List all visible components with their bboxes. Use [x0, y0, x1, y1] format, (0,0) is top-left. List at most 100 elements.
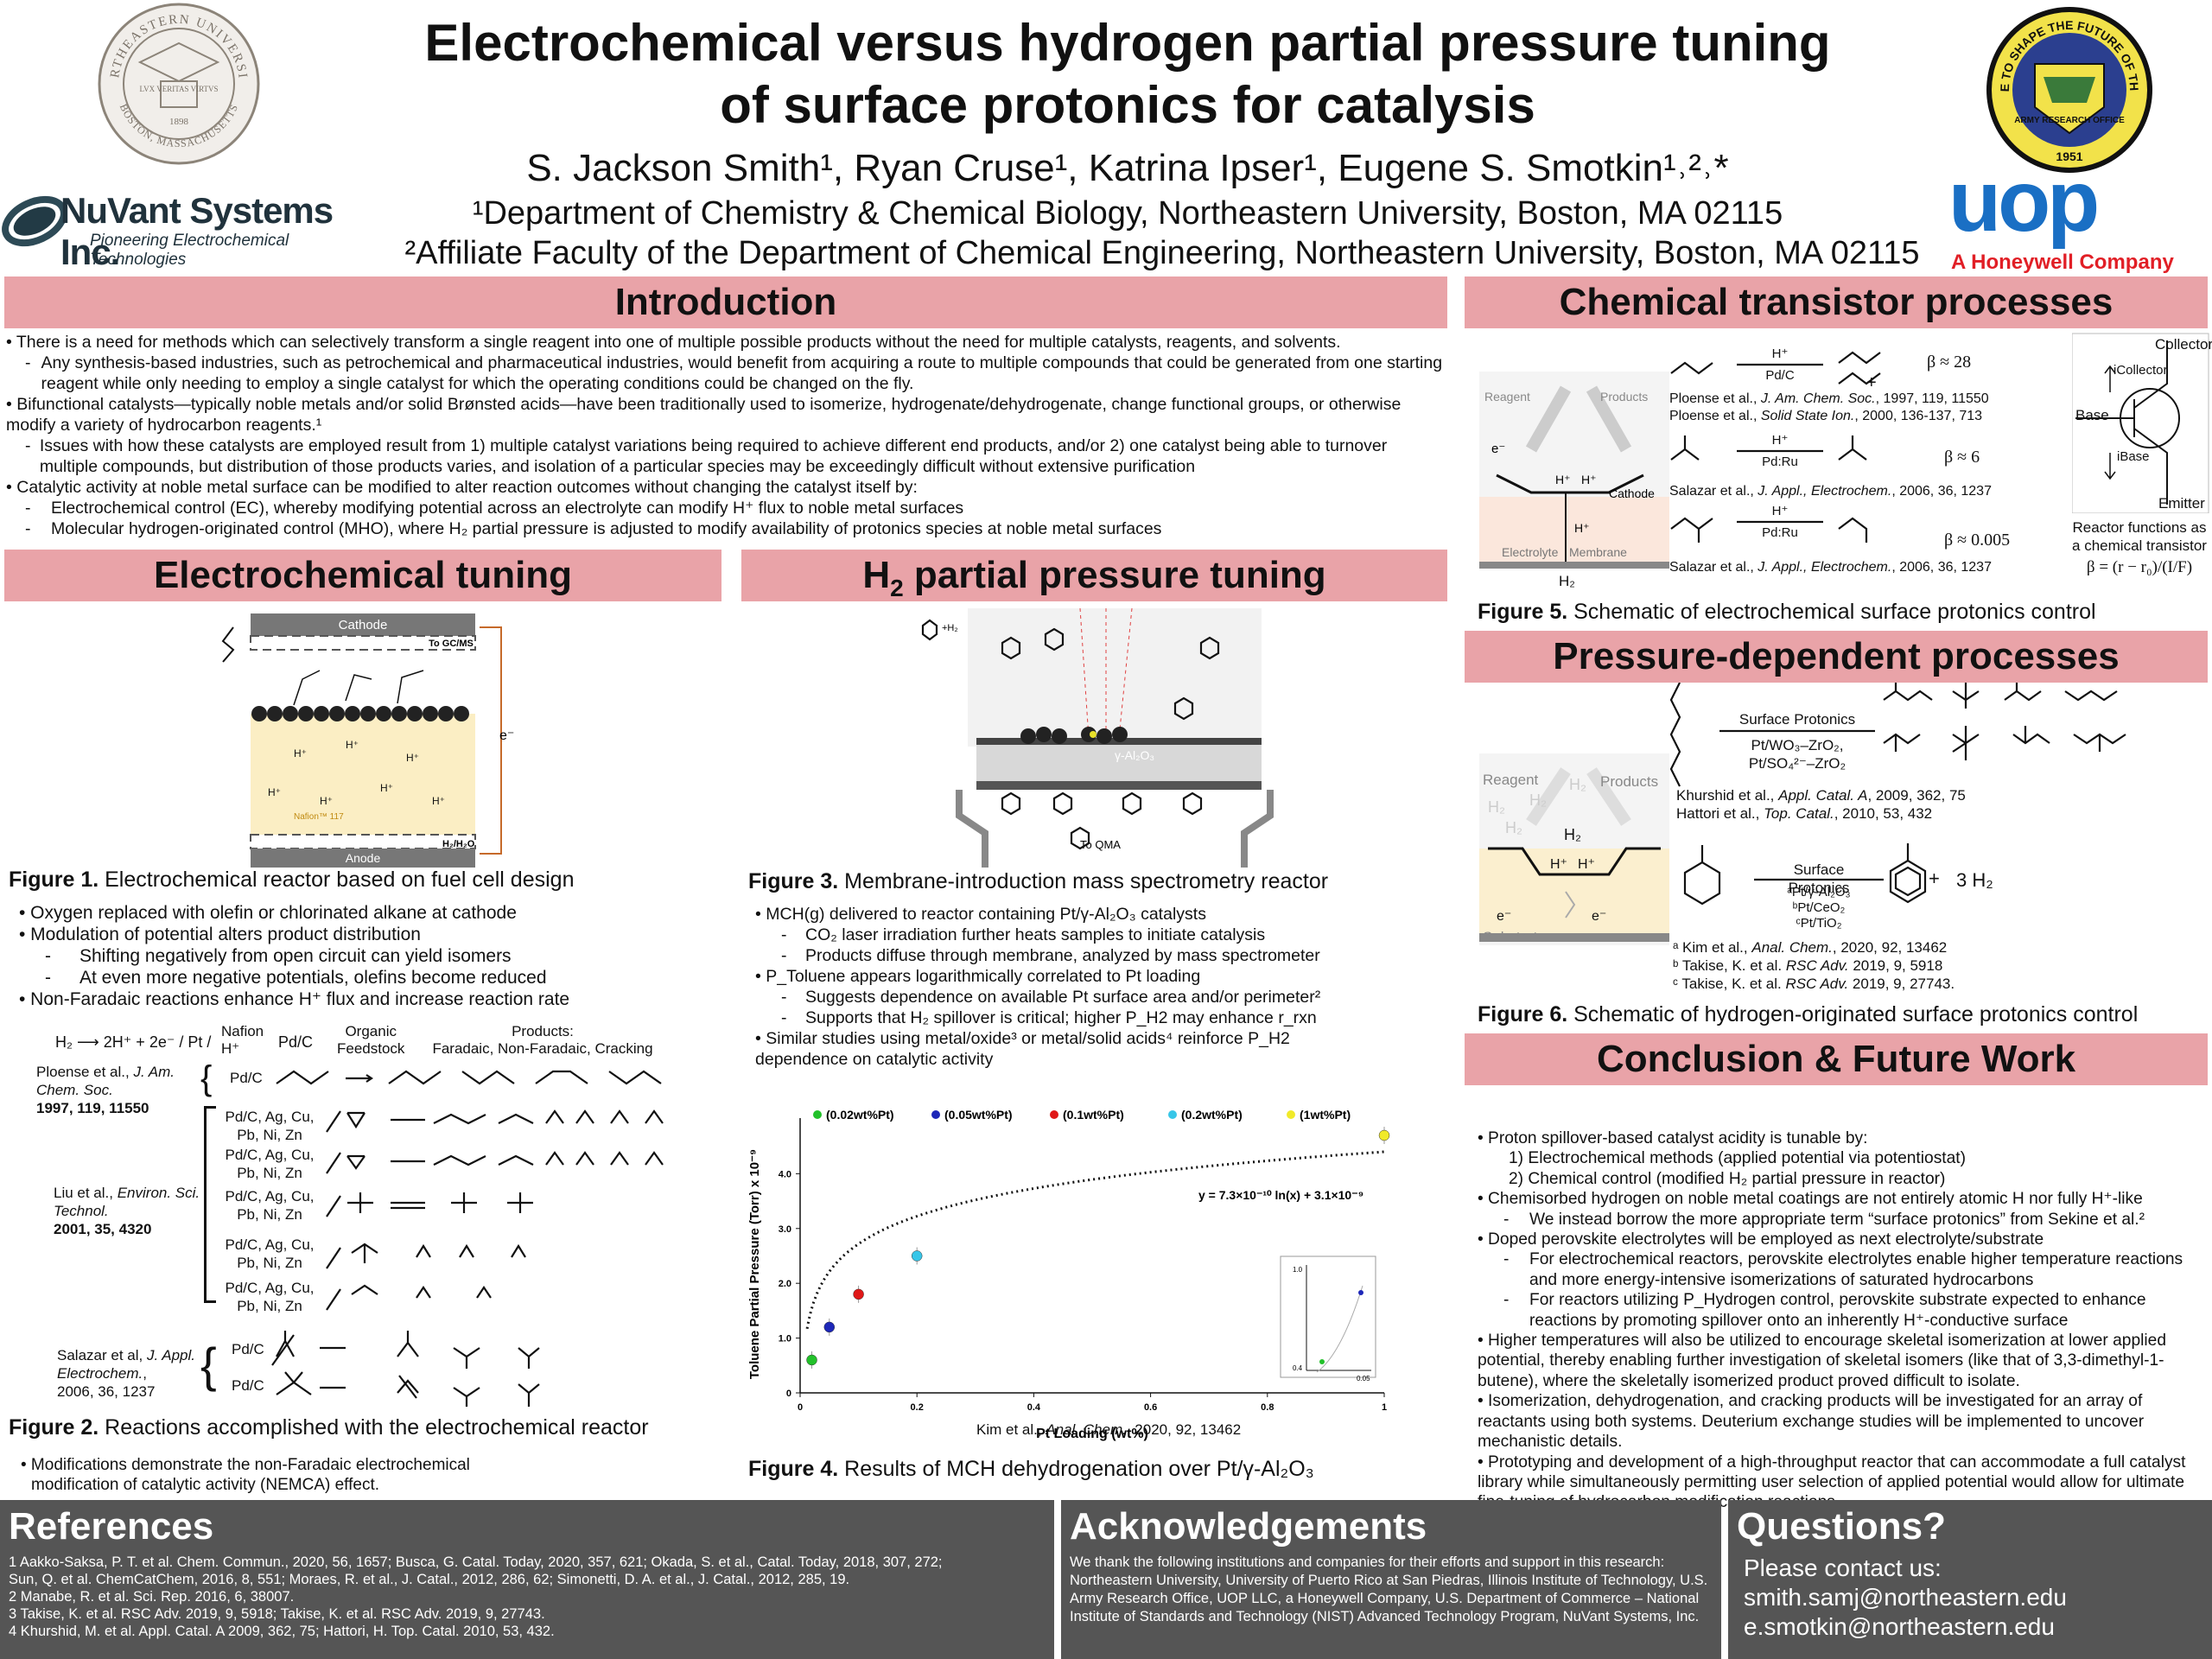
figure-6-caption: Figure 6. Schematic of hydrogen-originat… [1478, 1002, 2138, 1027]
pd-h2-bg1: H₂ [1488, 798, 1505, 816]
figure-3-caption: Figure 3. Membrane-introduction mass spe… [748, 869, 1328, 894]
qma-label: To QMA [1080, 838, 1121, 851]
legend-marker [1287, 1110, 1295, 1119]
questions-heading: Questions? [1737, 1505, 1947, 1548]
conclusion-banner: Conclusion & Future Work [1465, 1033, 2208, 1085]
fig2-ref1b: J. Am. Chem. Soc. [36, 1064, 175, 1098]
hplus-6: H⁺ [380, 782, 393, 794]
ct-r1-top: H⁺ [1771, 346, 1789, 361]
h2-feed-label: +H₂ [942, 623, 958, 633]
icollector-label: iCollector [2113, 363, 2168, 378]
fig2-cat-3b: Pb, Ni, Zn [237, 1206, 302, 1223]
pd-hplus-1: H⁺ [1550, 857, 1567, 872]
intro-text: • There is a need for methods which can … [6, 332, 1447, 539]
fig2-cat-5a: Pd/C, Ag, Cu, [225, 1280, 315, 1296]
ct-r2-ref: Salazar et al., J. Appl., Electrochem., … [1669, 484, 1992, 499]
catalyst-particles [251, 706, 469, 721]
ct-schematic: Reagent Products e⁻ H⁺ H⁺ H⁺ Cathode Ele… [1479, 363, 1669, 589]
conc-7: For electrochemical reactors, perovskite… [1529, 1250, 2183, 1289]
x-axis-label: Pt Loading (wt%) [1036, 1427, 1148, 1441]
ref-2: 2 Manabe, R. et al. Sci. Rep. 2016, 6, 3… [9, 1589, 295, 1605]
pd-c3: ᶜPt/TiO₂ [1796, 916, 1842, 931]
conc-5: We instead borrow the more appropriate t… [1529, 1210, 2145, 1229]
pd-abc-refs: ᵃ Kim et al., Anal. Chem., 2020, 92, 134… [1673, 938, 1955, 993]
pd-ref1b: Appl. Catal. A [1778, 787, 1868, 804]
pd-rb1: ᵇ Takise, K. et al. [1673, 957, 1786, 974]
fig2-cat-5b: Pb, Ni, Zn [237, 1298, 302, 1314]
pd-ra2: Anal. Chem. [1751, 939, 1833, 956]
pd-cats: Pt/WO₃–ZrO₂, Pt/SO₄²⁻–ZrO₂ [1737, 736, 1858, 772]
fig6-text: Schematic of hydrogen-originated surface… [1567, 1002, 2139, 1027]
inset-fit [1316, 1285, 1363, 1373]
fig5-text: Schematic of electrochemical surface pro… [1567, 600, 2096, 624]
fig2-organic: Organic [345, 1023, 397, 1039]
ct-reagent: Reagent [1484, 390, 1530, 404]
pd-cats-2: ᵃPt/γ-Al₂O₃ ᵇPt/CeO₂ ᶜPt/TiO₂ [1763, 885, 1875, 931]
pd-eminus-1: e⁻ [1497, 909, 1512, 924]
hplus-1: H⁺ [294, 747, 307, 760]
hplus-5: H⁺ [320, 795, 333, 807]
gc-label: To GC/MS [429, 639, 474, 649]
intro-sub-2: Issues with how these catalysts are empl… [39, 436, 1388, 476]
aro-label: ARMY RESEARCH OFFICE [2014, 116, 2125, 125]
ct-r2-beta: β ≈ 6 [1944, 448, 1980, 467]
pd-ref2a: Hattori et al., [1676, 805, 1764, 822]
fig2-ref2b: Environ. Sci. Technol. [54, 1185, 200, 1219]
fig2-cat-4a: Pd/C, Ag, Cu, [225, 1236, 315, 1253]
ct-r3-bot: Pd:Ru [1762, 525, 1798, 540]
fig2-cat-2a: Pd/C, Ag, Cu, [225, 1147, 315, 1163]
chart-source: Kim et al., Anal. Chem., 2020, 92, 13462 [976, 1421, 1241, 1439]
ct-eminus: e⁻ [1491, 442, 1505, 456]
ec-heading: Electrochemical tuning [153, 554, 573, 596]
aro-logo: SCIENCE TO SHAPE THE FUTURE OF THE ARMY … [1978, 0, 2156, 176]
fit-equation: y = 7.3×10⁻¹⁰ ln(x) + 3.1×10⁻⁹ [1198, 1188, 1363, 1202]
nuvant-name: NuVant Systems Inc. [60, 190, 334, 272]
pd-ref2c: , 2010, 53, 432 [1834, 805, 1933, 822]
conc-2: 1) Electrochemical methods (applied pote… [1509, 1149, 1967, 1168]
fig2-feedstock: Feedstock [337, 1040, 405, 1057]
references-panel: References 1 Aakko-Saksa, P. T. et al. C… [0, 1500, 1054, 1659]
fig2-ref1c: 1997, 119, 11550 [36, 1100, 149, 1116]
pd-plus: + [1929, 868, 1940, 889]
fig2-pdc-row1: Pd/C [230, 1070, 263, 1086]
ct-hplus-2: H⁺ [1581, 473, 1597, 486]
seal-motto: LVX VERITAS VIRTVS [139, 85, 218, 93]
pd-cat-2: Pt/SO₄²⁻–ZrO₂ [1748, 755, 1847, 772]
references-heading: References [9, 1505, 214, 1548]
poster-title: Electrochemical versus hydrogen partial … [363, 12, 1892, 137]
pd-ref1a: Khurshid et al., [1676, 787, 1779, 804]
intro-bullet-1: • There is a need for methods which can … [6, 333, 1341, 352]
conc-8: For reactors utilizing P_Hydrogen contro… [1529, 1291, 2146, 1330]
fig2-cat-1a: Pd/C, Ag, Cu, [225, 1109, 315, 1125]
y-tick-label: 2.0 [779, 1279, 791, 1289]
pd-substrate: Substrate [1483, 929, 1546, 945]
legend-marker [931, 1110, 940, 1119]
fig2-products: Products: [512, 1023, 574, 1039]
email-1[interactable]: smith.samj@northeastern.edu [1744, 1584, 2067, 1611]
y-axis-label: Toluene Partial Pressure (Torr) x 10⁻⁹ [747, 1149, 762, 1379]
ct-r3-top: H⁺ [1771, 504, 1789, 518]
conclusion-heading: Conclusion & Future Work [1596, 1038, 2076, 1080]
title-line-1: Electrochemical versus hydrogen partial … [424, 14, 1831, 72]
ec-bullet-3: • Non-Faradaic reactions enhance H⁺ flux… [19, 989, 570, 1009]
legend-label: (0.02wt%Pt) [826, 1108, 894, 1122]
fig2-cat-2b: Pb, Ni, Zn [237, 1165, 302, 1181]
fit-curve [805, 1150, 1385, 1329]
email-2[interactable]: e.smotkin@northeastern.edu [1744, 1613, 2055, 1640]
fig2-nafion: Nafion [221, 1023, 264, 1039]
pd-rc2: RSC Adv. [1785, 976, 1849, 992]
fig2-pdc: Pd/C [278, 1033, 314, 1051]
hplus-7: H⁺ [432, 795, 445, 807]
pd-h2-bg2: H₂ [1529, 791, 1547, 809]
fig2-hplus: H⁺ [221, 1040, 240, 1057]
fig2-equation: H₂ ⟶ 2H⁺ + 2e⁻ / Pt / [55, 1033, 212, 1051]
ct-r1-ref1c: , 1997, 119, 11550 [1875, 391, 1989, 406]
pd-reagent: Reagent [1483, 772, 1539, 788]
pd-h2-product: 3 H₂ [1956, 869, 1993, 891]
x-tick-label: 1 [1382, 1402, 1387, 1413]
pd-rb3: 2019, 9, 5918 [1848, 957, 1943, 974]
pd-sp-2: Surface Protonics [1788, 861, 1850, 896]
h2-heading-c: partial pressure tuning [903, 554, 1326, 596]
h2-sub-1: CO₂ laser irradiation further heats samp… [805, 925, 1266, 944]
